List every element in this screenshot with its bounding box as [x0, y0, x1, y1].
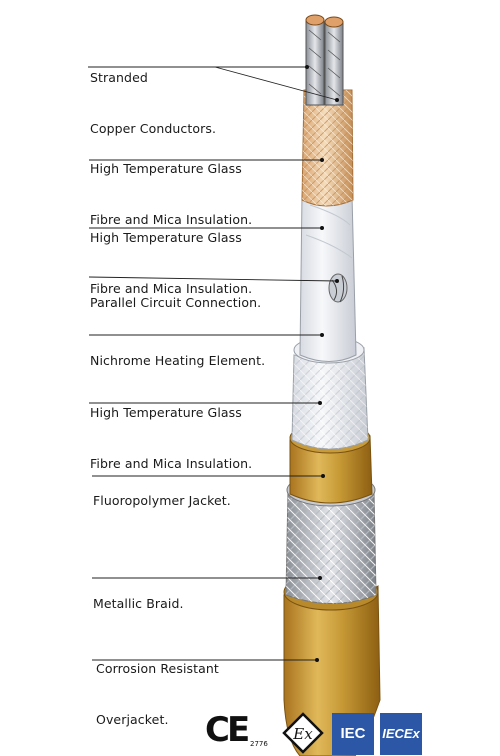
label-line: High Temperature Glass [90, 405, 242, 420]
label-line: Fibre and Mica Insulation. [90, 212, 253, 227]
label-metallic-braid: Metallic Braid. [93, 561, 184, 629]
label-line: Metallic Braid. [93, 596, 184, 611]
label-line: High Temperature Glass [90, 161, 242, 176]
leader-lines [88, 66, 338, 661]
label-line: Nichrome Heating Element. [90, 353, 266, 368]
label-line: High Temperature Glass [90, 230, 242, 245]
ce-mark: CE [205, 710, 250, 750]
label-parallel-circuit-connection: Parallel Circuit Connection. [90, 260, 261, 328]
label-line: Copper Conductors. [90, 121, 217, 136]
label-line: Fluoropolymer Jacket. [93, 493, 231, 508]
label-line: Parallel Circuit Connection. [90, 295, 262, 310]
label-line: Fibre and Mica Insulation. [90, 281, 253, 296]
ex-text: Ex [292, 725, 313, 743]
label-fluoropolymer-jacket: Fluoropolymer Jacket. [93, 458, 231, 526]
iec-logo: IEC [332, 713, 374, 755]
glass-insulation-layer-1 [301, 89, 354, 207]
label-line: Fibre and Mica Insulation. [90, 456, 253, 471]
iecex-logo: IECEx [380, 713, 422, 755]
leader-dots [305, 65, 339, 662]
label-stranded-copper-conductors: Stranded Copper Conductors. [90, 35, 216, 154]
label-glass-mica-insulation-1: High Temperature Glass Fibre and Mica In… [90, 126, 252, 245]
label-line: Corrosion Resistant [96, 661, 219, 676]
label-line: Stranded [90, 70, 148, 85]
ce-number: 2776 [250, 740, 268, 748]
label-glass-mica-insulation-2: High Temperature Glass Fibre and Mica In… [90, 195, 252, 314]
label-nichrome-heating-element: Nichrome Heating Element. [90, 318, 265, 386]
certification-logos: CE 2776 Ex IEC IECEx [205, 710, 500, 756]
label-corrosion-resistant-overjacket: Corrosion Resistant Overjacket. [96, 626, 219, 745]
copper-conductors [305, 14, 344, 106]
label-glass-mica-insulation-3: High Temperature Glass Fibre and Mica In… [90, 370, 252, 489]
label-line: Overjacket. [96, 712, 169, 727]
atex-ex-icon: Ex [282, 712, 324, 754]
